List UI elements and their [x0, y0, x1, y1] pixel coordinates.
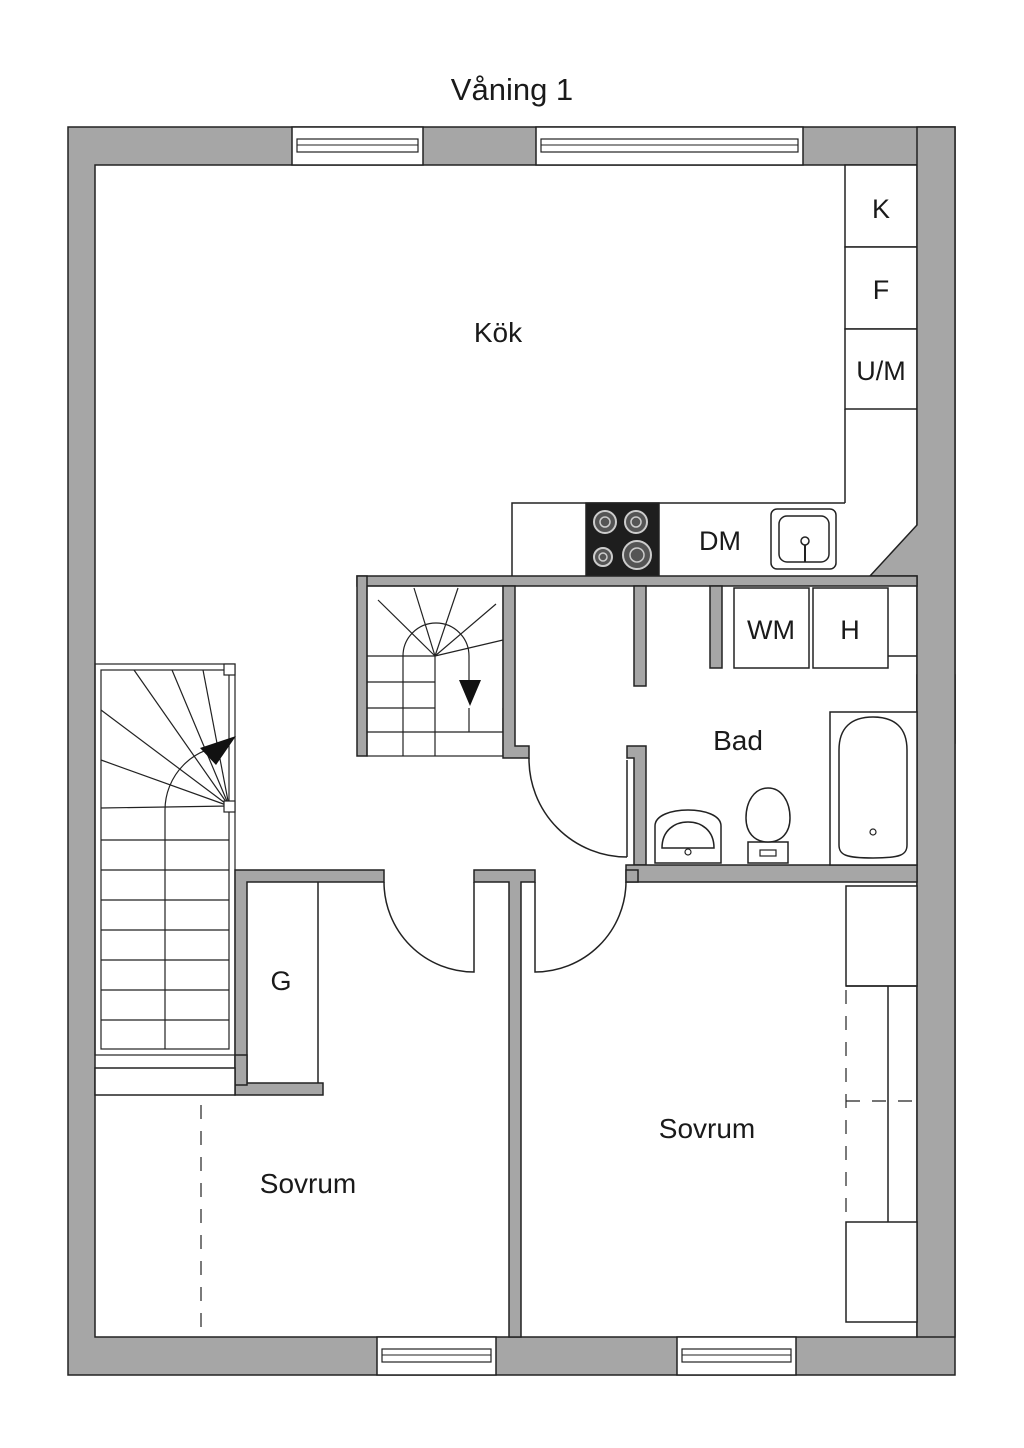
window-top-right [535, 126, 804, 166]
wall-center-right [625, 869, 639, 883]
wall-bath-partition-1 [633, 585, 647, 687]
window-bottom-right [676, 1336, 797, 1376]
bedroom-right-wardrobes [845, 885, 918, 1323]
floor-title: Våning 1 [451, 72, 573, 107]
room-label-bedroom-left: Sovrum [260, 1168, 356, 1199]
toilet [745, 787, 791, 864]
wall-stair-bottom [234, 1054, 248, 1086]
kitchen-sink [770, 508, 837, 570]
fridge-label: F [873, 275, 890, 305]
bedroom-right-door[interactable] [534, 881, 627, 973]
wardrobe-label: G [270, 966, 291, 996]
stove [585, 502, 660, 577]
wall-stair-left [356, 575, 368, 757]
room-label-bath: Bad [713, 725, 763, 756]
small-staircase [366, 585, 504, 757]
oven-label: U/M [856, 356, 906, 386]
dishwasher-label: DM [699, 526, 741, 556]
kitchen-counter [511, 502, 845, 576]
large-staircase [94, 663, 236, 1056]
wall-kitchen-bath [356, 575, 918, 587]
window-bottom-left [376, 1336, 497, 1376]
room-label-kitchen: Kök [474, 317, 523, 348]
stair-arrow-up-icon [200, 736, 236, 765]
bedroom-left-door[interactable] [383, 881, 475, 973]
wall-bath-partition-2 [709, 585, 723, 669]
window-top-left [291, 126, 424, 166]
corner-wall [868, 126, 956, 1338]
wall-bath-left [502, 585, 530, 759]
wall-bath-bottom [625, 864, 918, 883]
washer [733, 587, 810, 669]
wall-stair-landing [94, 1067, 236, 1096]
freezer-label: K [872, 194, 890, 224]
bath-sink [654, 809, 722, 864]
room-label-bedroom-right: Sovrum [659, 1113, 755, 1144]
washer-label: WM [747, 615, 795, 645]
bath-door[interactable] [528, 757, 628, 858]
stair-arrow-down-icon [459, 680, 481, 706]
bathtub [829, 711, 918, 866]
dryer [812, 587, 889, 669]
dryer-label: H [840, 615, 860, 645]
wall-center-left [473, 869, 536, 1338]
wall-left-bedroom-top [234, 869, 385, 1096]
kitchen-appliance-column [844, 164, 918, 503]
wall-bath-door-jamb [626, 745, 647, 866]
